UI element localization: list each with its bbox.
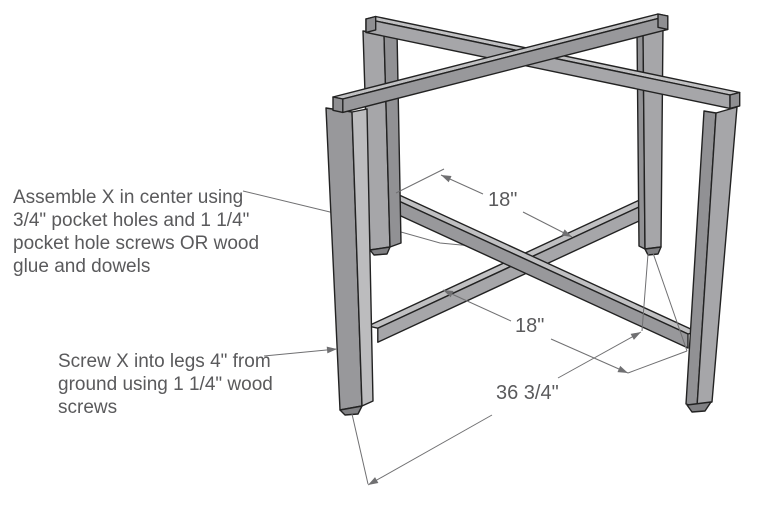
dim-label-18-lower: 18": [513, 315, 547, 338]
leg-front-left-side-face: [351, 108, 374, 407]
dimension-36-line-left: [367, 414, 493, 486]
extension-line-lower18-right: [627, 350, 688, 374]
annotation-screw-x: Screw X into legs 4" from ground using 1…: [58, 351, 273, 418]
extension-line-frontleft-foot: [351, 413, 369, 485]
leg-back-right-foot: [644, 246, 662, 256]
extension-line-diagonal-top: [641, 253, 649, 332]
dimension-18-lower-line-left: [442, 289, 512, 322]
leader-line-screw-x: [263, 346, 338, 357]
extension-lines: [351, 168, 688, 485]
leg-front-right: [685, 106, 738, 413]
dimension-18-lower-line-right: [550, 338, 629, 374]
dimension-18-upper-line-right: [522, 211, 573, 238]
leg-back-right-front-face: [642, 25, 664, 250]
dimension-18-upper: [440, 174, 573, 238]
beam-q-end-cap-se: [729, 91, 741, 110]
leg-front-right-foot: [686, 401, 712, 413]
dimension-18-upper-line-left: [440, 174, 484, 195]
leg-front-left: [325, 107, 374, 416]
dim-label-18-upper: 18": [486, 189, 520, 212]
top-beam-nw-se: [365, 15, 741, 110]
top-beam-sw-ne: [332, 13, 669, 114]
dimension-36-3-4: [367, 331, 642, 486]
beam-p-end-cap-ne: [657, 13, 669, 31]
beam-p-end-cap-sw: [332, 96, 344, 114]
dimension-18-lower: [442, 289, 629, 374]
beam-q-end-cap-nw: [365, 15, 377, 34]
annotation-assemble-x: Assemble X in center using 3/4" pocket h…: [13, 187, 260, 277]
extension-line-upper18-left: [395, 168, 445, 194]
leg-front-left-foot: [339, 405, 363, 416]
extension-line-backright-foot: [652, 252, 688, 352]
leg-back-right: [636, 25, 664, 256]
leg-back-left-foot: [369, 246, 391, 256]
dim-label-36-3-4: 36 3/4": [494, 382, 561, 405]
dimension-36-line-right: [557, 331, 642, 379]
beam-q-side-face: [365, 18, 731, 110]
